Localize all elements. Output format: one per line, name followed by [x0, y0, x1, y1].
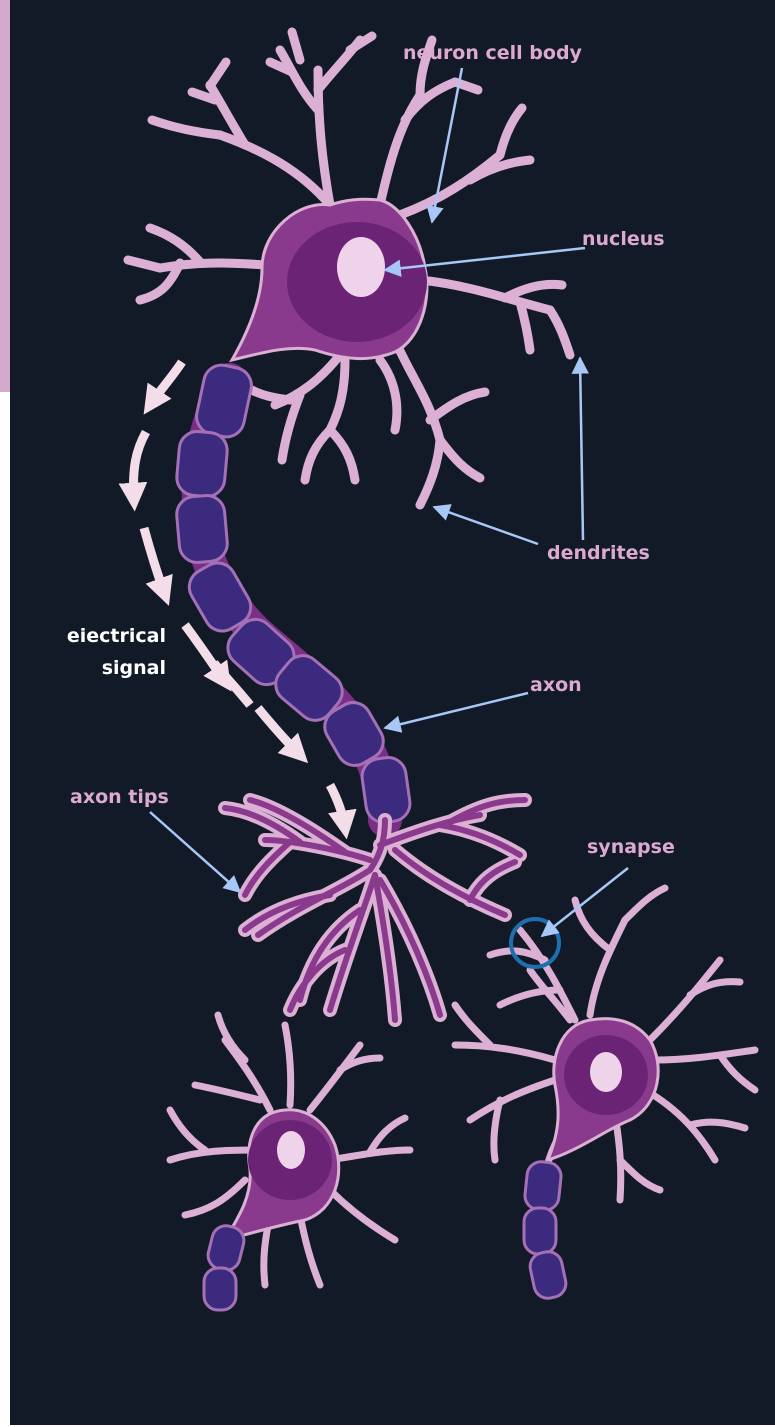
label-electrical-signal-line2: signal [102, 657, 166, 679]
label-dendrites: dendrites [547, 542, 650, 564]
left-accent-strip [0, 0, 10, 392]
label-synapse: synapse [587, 836, 675, 858]
label-axon-tips: axon tips [70, 786, 169, 808]
label-neuron-cell-body: neuron cell body [403, 42, 583, 64]
label-nucleus: nucleus [582, 228, 665, 250]
label-electrical-signal-line1: eiectrical [67, 625, 166, 647]
nucleus [337, 237, 385, 297]
label-axon: axon [530, 674, 582, 696]
